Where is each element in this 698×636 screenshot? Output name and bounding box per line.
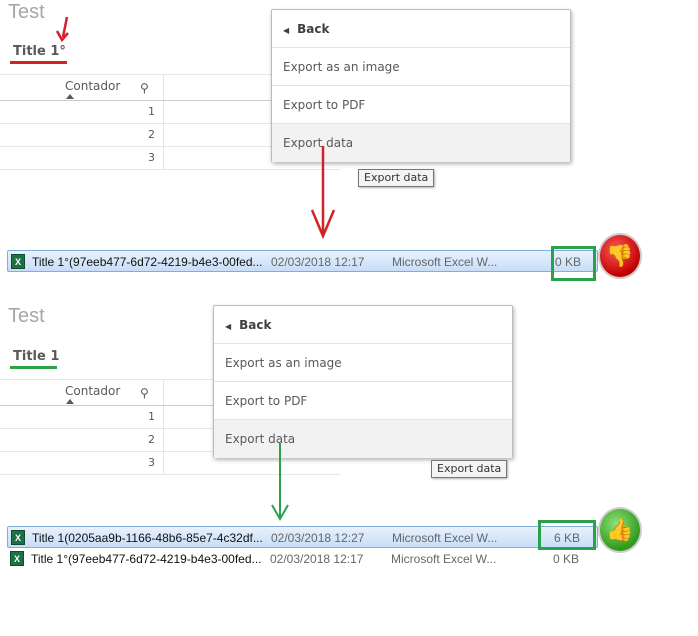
red-arrow-icon [310,146,336,240]
table-cell: 2 [148,128,155,141]
table-cell: 3 [148,151,155,164]
search-icon[interactable]: ⚲ [140,386,149,400]
red-underline [10,61,67,64]
file-row[interactable]: X Title 1°(97eeb477-6d72-4219-b4e3-00fed… [7,250,598,272]
green-underline [10,366,57,369]
sheet-title: Test [8,305,45,327]
menu-export-image[interactable]: Export as an image [214,344,512,382]
menu-export-data[interactable]: Export data [214,420,512,458]
excel-icon: X [10,551,24,566]
menu-export-pdf[interactable]: Export to PDF [214,382,512,420]
column-header-contador[interactable]: Contador [65,384,121,398]
thumbs-down-icon: 👎 [598,233,642,279]
sheet-title: Test [8,1,45,23]
tooltip: Export data [358,169,435,187]
highlight-box [538,520,596,550]
highlight-box [551,246,596,281]
menu-back[interactable]: ◀Back [272,10,570,48]
sort-asc-icon [66,399,74,404]
file-row[interactable]: X Title 1(0205aa9b-1166-48b6-85e7-4c32df… [7,526,598,548]
menu-export-image[interactable]: Export as an image [272,48,570,86]
menu-back[interactable]: ◀Back [214,306,512,344]
table-cell: 3 [148,456,155,469]
red-arrow-icon [55,16,69,43]
column-header-contador[interactable]: Contador [65,79,121,93]
thumbs-up-icon: 👍 [598,507,642,553]
object-title: Title 1° [13,44,66,59]
excel-icon: X [11,254,25,269]
file-row[interactable]: X Title 1°(97eeb477-6d72-4219-b4e3-00fed… [7,548,598,570]
search-icon[interactable]: ⚲ [140,81,149,95]
table-cell: 1 [148,105,155,118]
excel-icon: X [11,530,25,545]
export-menu: ◀Back Export as an image Export to PDF E… [213,305,513,458]
menu-export-data[interactable]: Export data [272,124,570,162]
object-title: Title 1 [13,349,60,364]
table-cell: 1 [148,410,155,423]
green-arrow-icon [271,443,289,522]
export-menu: ◀Back Export as an image Export to PDF E… [271,9,571,162]
sort-asc-icon [66,94,74,99]
table-cell: 2 [148,433,155,446]
tooltip: Export data [431,460,508,478]
menu-export-pdf[interactable]: Export to PDF [272,86,570,124]
